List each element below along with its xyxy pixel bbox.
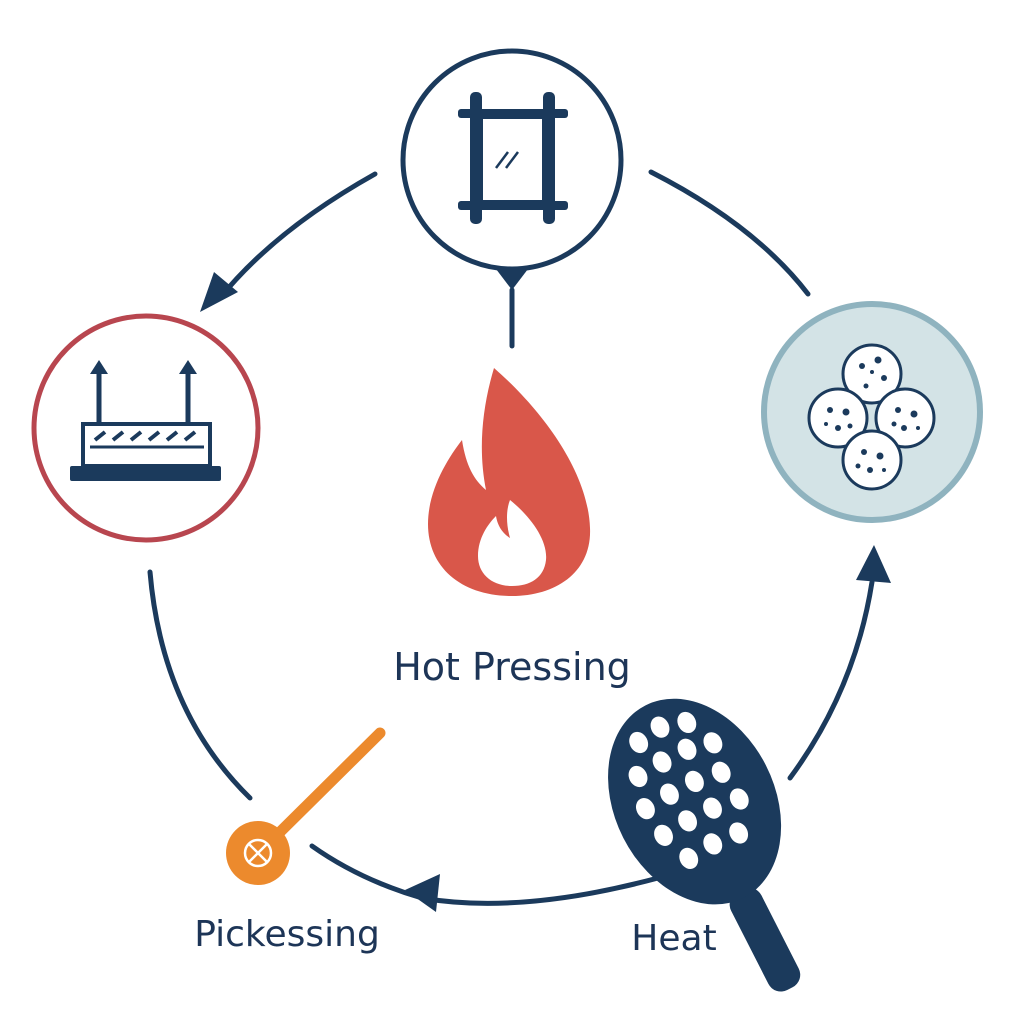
arrow-top-to-left	[217, 171, 378, 301]
cycle-arrows	[147, 169, 891, 912]
paddle-icon	[608, 698, 801, 992]
frame-node-pin	[496, 269, 528, 290]
arrow-bottom-right-to-bottom-left	[309, 843, 661, 906]
arrowhead-bottom	[405, 874, 440, 912]
bottom-right-label: Heat	[631, 918, 716, 959]
pellets-node	[761, 301, 983, 523]
pellets-icon	[807, 343, 936, 491]
bottom-left-label: Pickessing	[194, 914, 380, 955]
center-label: Hot Pressing	[393, 645, 631, 689]
arc-right-to-top	[648, 169, 811, 297]
frame-node	[400, 48, 624, 349]
arrowhead-left	[200, 272, 238, 312]
arrow-bottom-right-to-right	[787, 579, 875, 781]
arrowhead-right	[856, 545, 891, 583]
press-icon	[70, 360, 221, 481]
flame-icon	[428, 368, 591, 596]
arc-left-to-bottom-left	[147, 569, 253, 801]
stir-tool-icon	[226, 727, 386, 885]
frame-icon	[458, 92, 568, 224]
pellets-node-ring	[761, 301, 983, 523]
press-node-ring	[31, 313, 261, 543]
press-node	[31, 313, 261, 543]
